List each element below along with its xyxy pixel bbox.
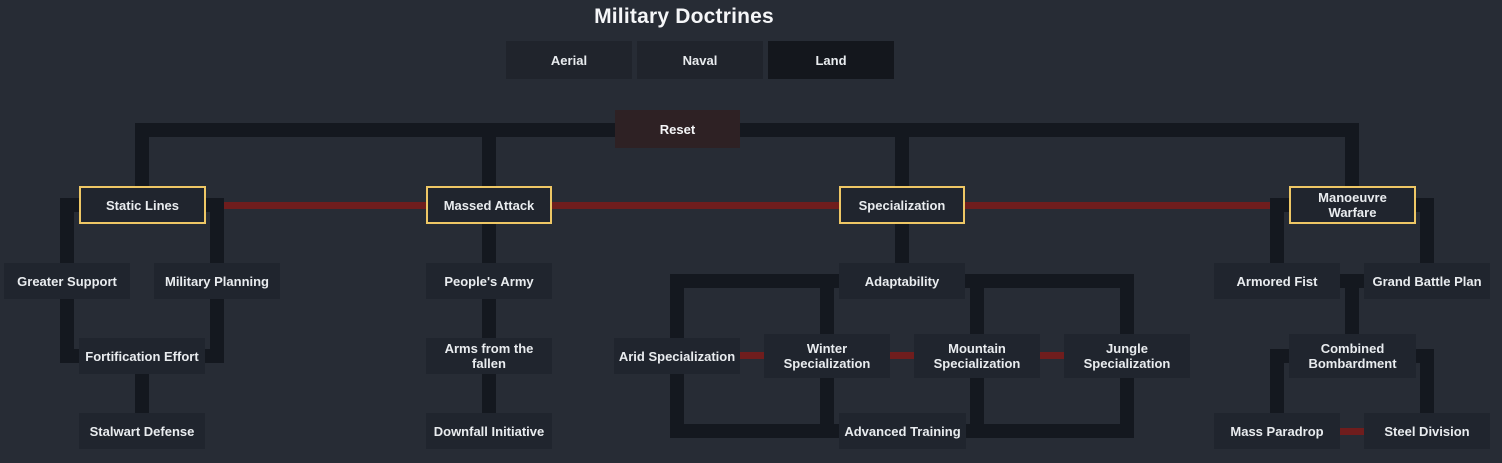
doctrine-node-arms-from-the-fallen[interactable]: Arms from the fallen (426, 338, 552, 374)
doctrine-node-steel-division[interactable]: Steel Division (1364, 413, 1490, 449)
connector-red (1277, 428, 1427, 435)
doctrine-node-downfall-initiative[interactable]: Downfall Initiative (426, 413, 552, 449)
doctrine-node-manoeuvre-warfare[interactable]: Manoeuvre Warfare (1289, 186, 1416, 224)
doctrine-node-adaptability[interactable]: Adaptability (839, 263, 965, 299)
doctrine-node-massed-attack[interactable]: Massed Attack (426, 186, 552, 224)
doctrine-node-fortification-effort[interactable]: Fortification Effort (79, 338, 205, 374)
doctrine-node-static-lines[interactable]: Static Lines (79, 186, 206, 224)
doctrine-node-arid-specialization[interactable]: Arid Specialization (614, 338, 740, 374)
doctrine-node-grand-battle-plan[interactable]: Grand Battle Plan (1364, 263, 1490, 299)
doctrine-node-advanced-training[interactable]: Advanced Training (839, 413, 966, 449)
page-title: Military Doctrines (594, 5, 774, 28)
connector-red (677, 352, 1127, 359)
doctrine-node-peoples-army[interactable]: People's Army (426, 263, 552, 299)
reset-button[interactable]: Reset (615, 110, 740, 148)
doctrine-node-military-planning[interactable]: Military Planning (154, 263, 280, 299)
doctrine-node-mountain-specialization[interactable]: Mountain Specialization (914, 334, 1040, 378)
doctrine-node-stalwart-defense[interactable]: Stalwart Defense (79, 413, 205, 449)
doctrine-node-jungle-specialization[interactable]: Jungle Specialization (1064, 334, 1190, 378)
tab-naval[interactable]: Naval (637, 41, 763, 79)
tab-aerial[interactable]: Aerial (506, 41, 632, 79)
connector-red (142, 202, 1352, 209)
doctrine-node-armored-fist[interactable]: Armored Fist (1214, 263, 1340, 299)
doctrine-node-winter-specialization[interactable]: Winter Specialization (764, 334, 890, 378)
doctrine-node-specialization[interactable]: Specialization (839, 186, 965, 224)
tab-land[interactable]: Land (768, 41, 894, 79)
connector-dark (135, 123, 1359, 137)
doctrine-node-greater-support[interactable]: Greater Support (4, 263, 130, 299)
doctrine-node-mass-paradrop[interactable]: Mass Paradrop (1214, 413, 1340, 449)
doctrine-node-combined-bombardment[interactable]: Combined Bombardment (1289, 334, 1416, 378)
connector-dark (482, 198, 496, 438)
